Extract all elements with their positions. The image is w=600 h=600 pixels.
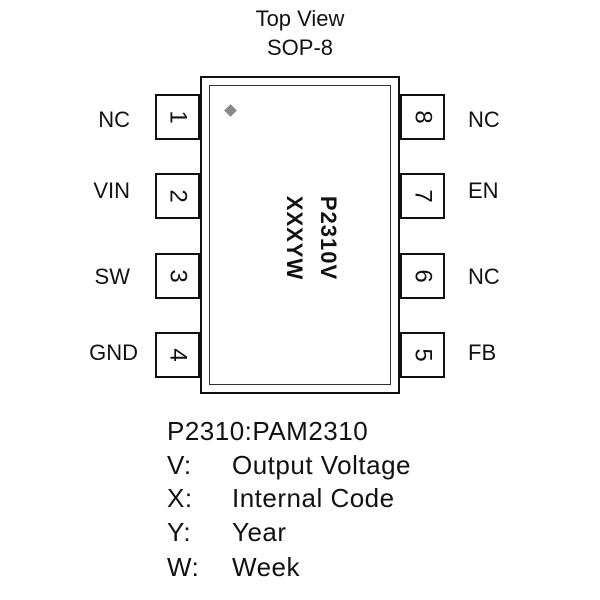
pin-5: 5 [400,332,445,378]
ic-bevel [209,85,391,385]
pin-label: GND [89,340,138,365]
legend-part: P2310:PAM2310 [167,416,369,446]
pin-number: 1 [164,110,192,124]
pin-number: 4 [164,348,192,362]
legend-item: W: Week [167,552,300,583]
pin-8: 8 [400,94,445,140]
pin-4: 4 [155,332,200,378]
legend-item: V: Output Voltage [167,450,411,481]
legend-key: V: [167,450,192,480]
view-title: Top View [255,6,345,31]
pin-label: NC [468,264,500,289]
legend-desc: Output Voltage [232,450,412,480]
pin-label: FB [468,340,497,365]
pin-7: 7 [400,173,445,219]
pin-label: EN [468,178,499,203]
legend-key: X: [167,483,193,513]
pin-label: NC [98,107,130,132]
legend-desc: Year [232,517,287,547]
legend-key: W: [167,552,200,582]
pin-number: 6 [409,269,437,283]
pin-number: 5 [409,348,437,362]
legend-key: Y: [167,517,192,547]
pin-number: 7 [409,189,437,203]
marking-line1: P2310V [316,195,341,281]
legend-desc: Internal Code [232,483,395,513]
ic-body [200,76,400,394]
legend-desc: Week [232,552,300,582]
marking-line2: XXXYW [282,195,307,281]
pin-number: 8 [409,110,437,124]
pin-label: NC [468,107,500,132]
pin-label: SW [94,264,130,289]
pin-label: VIN [93,178,130,203]
legend-item: X: Internal Code [167,483,395,514]
legend-item: Y: Year [167,517,287,548]
pin-3: 3 [155,253,200,299]
pin-2: 2 [155,173,200,219]
pin-number: 2 [164,189,192,203]
pin-number: 3 [164,269,192,283]
pin-6: 6 [400,253,445,299]
pin-1: 1 [155,94,200,140]
chip-marking: P2310V XXXYW [277,196,345,280]
package-name: SOP-8 [266,35,334,60]
